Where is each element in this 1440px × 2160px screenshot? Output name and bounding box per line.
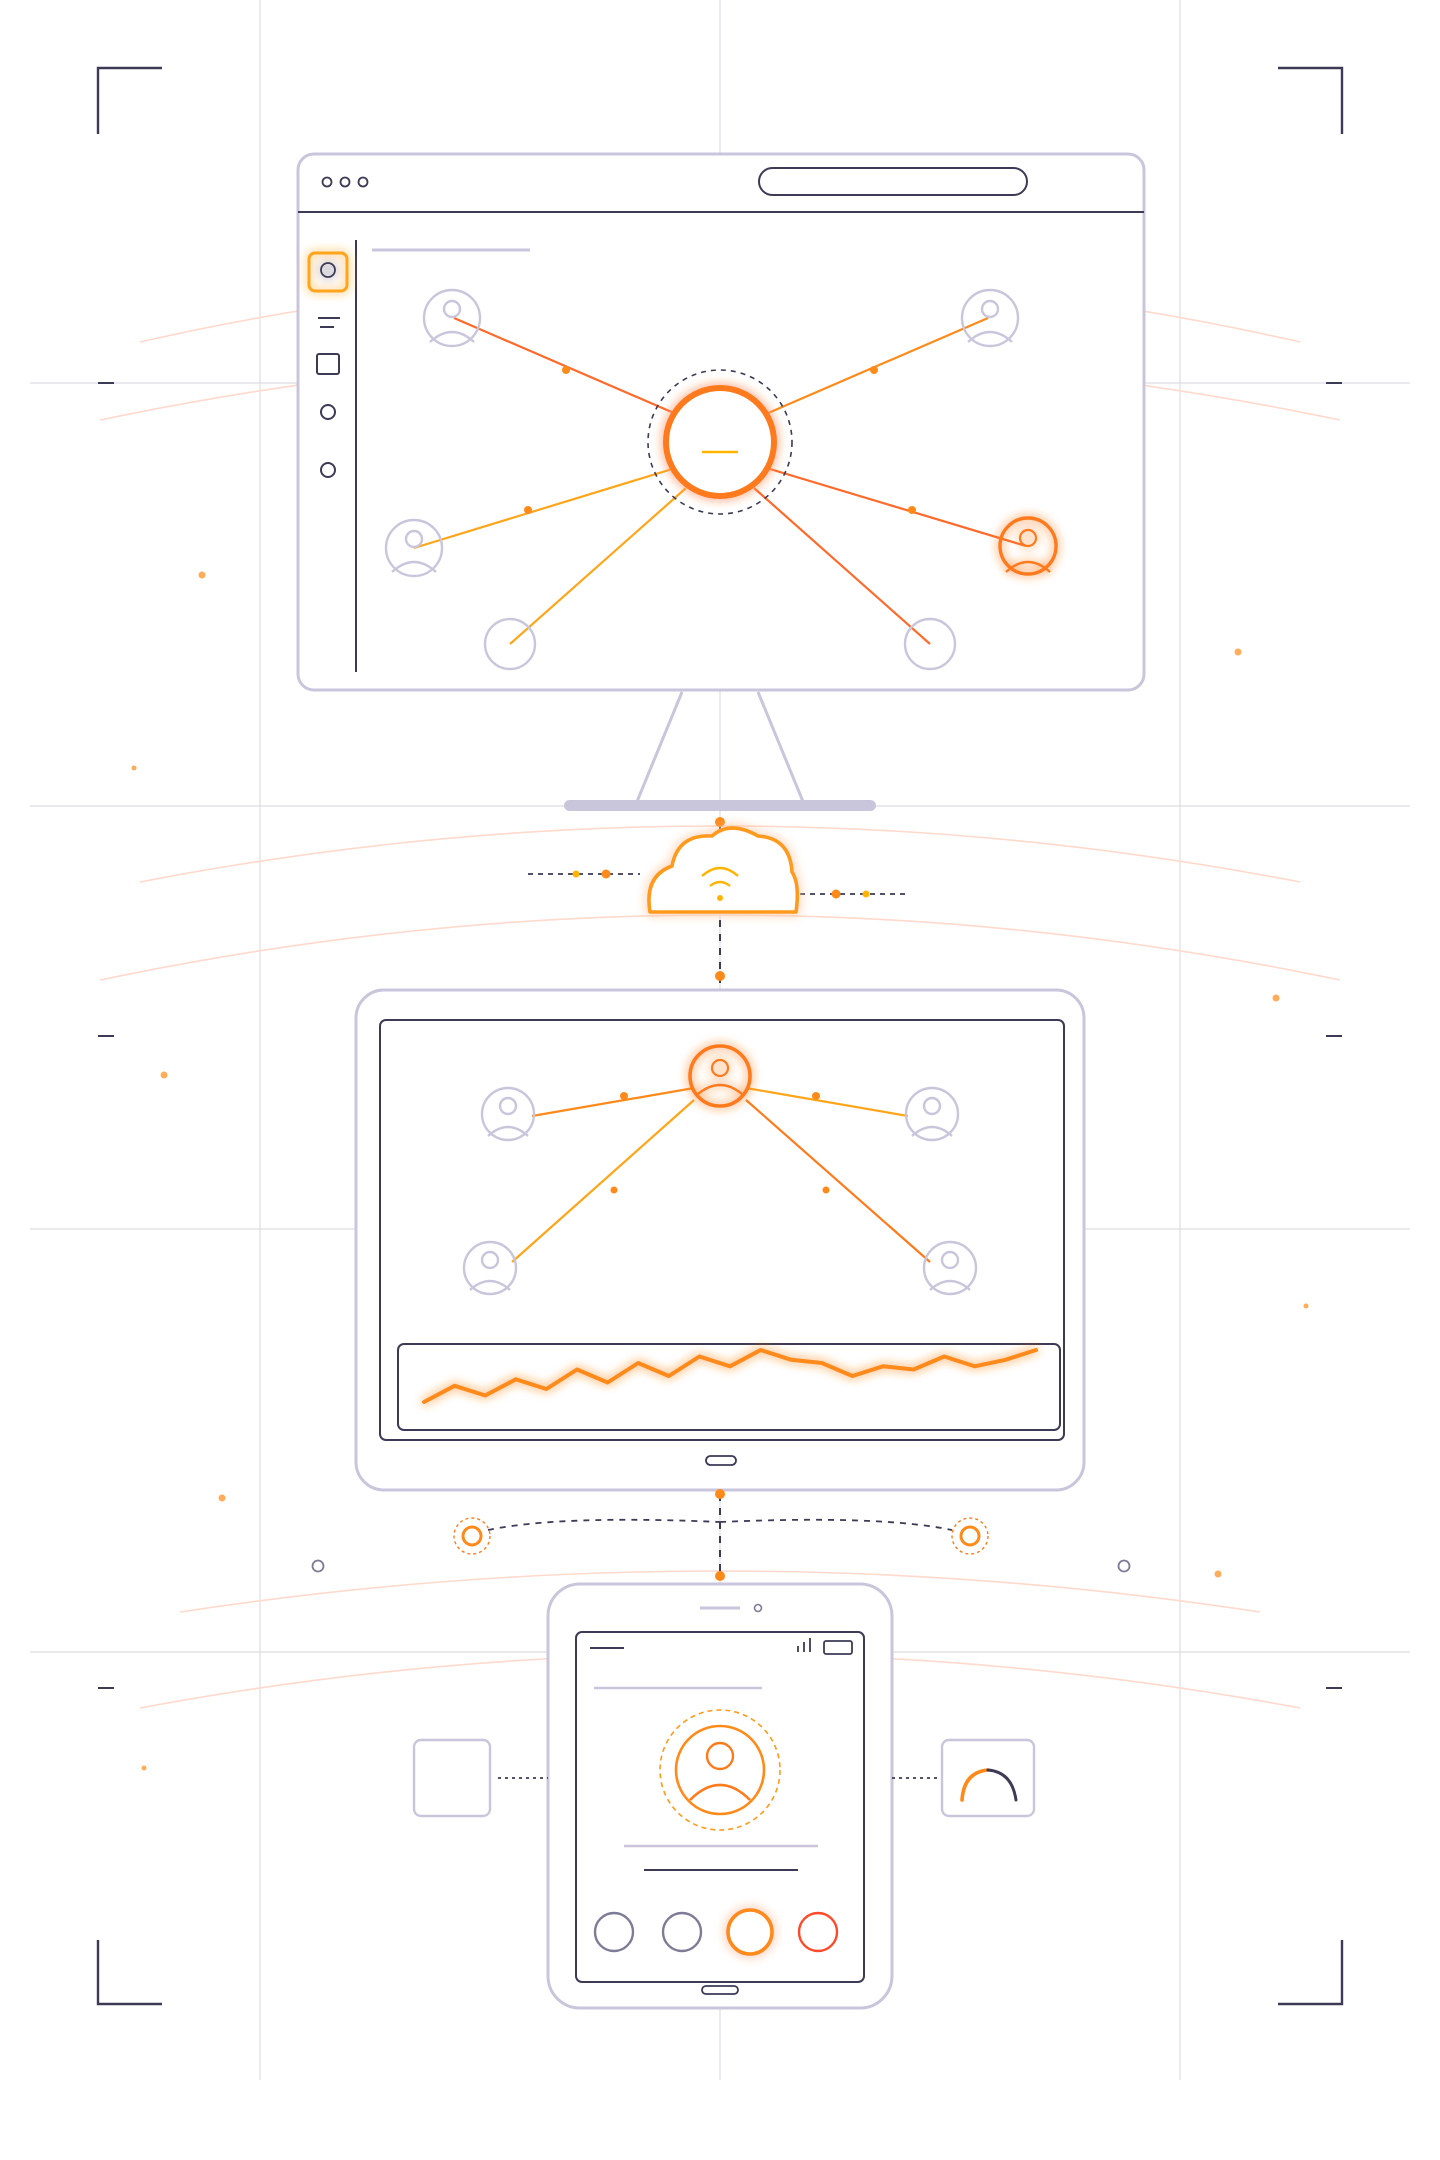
user-top-right[interactable] — [960, 288, 1020, 348]
central-hub-icon[interactable] — [647, 369, 793, 515]
phone-home-button[interactable] — [701, 1985, 739, 1995]
desktop-network-links — [413, 316, 1027, 645]
tablet-network-links — [511, 1086, 931, 1263]
user-upper-right[interactable] — [904, 1086, 960, 1142]
user-upper-left[interactable] — [480, 1086, 536, 1142]
scatter-dots — [131, 571, 1309, 1771]
user-mid-right-active[interactable] — [998, 516, 1058, 576]
monitor-stand — [564, 691, 876, 811]
action-button-alert[interactable] — [797, 1911, 839, 1953]
scatter-rings — [311, 1559, 1131, 1573]
tablet-device — [354, 988, 1086, 1492]
gauge-card[interactable] — [940, 1738, 1036, 1818]
user-mid-left[interactable] — [384, 518, 444, 578]
phone-device — [546, 1582, 894, 2010]
blank-card[interactable] — [412, 1738, 492, 1818]
sparkline-trend — [422, 1348, 1038, 1404]
wifi-icon — [701, 866, 739, 901]
tablet-phone-connector — [487, 1489, 953, 1581]
address-bar[interactable] — [758, 167, 1028, 196]
action-button-1[interactable] — [593, 1911, 635, 1953]
circle-icon[interactable] — [320, 404, 336, 420]
desktop-monitor — [296, 152, 1146, 811]
tablet-link-markers — [610, 1092, 830, 1194]
user-lower-left[interactable] — [462, 1240, 518, 1296]
user-avatar-icon[interactable] — [659, 1709, 781, 1831]
node-bottom-left[interactable] — [483, 617, 537, 671]
tablet-home-button[interactable] — [705, 1455, 737, 1466]
guide-ticks — [98, 382, 1342, 1689]
battery-icon — [823, 1640, 853, 1655]
peer-node-left[interactable] — [453, 1517, 491, 1555]
user-top-left[interactable] — [422, 288, 482, 348]
circle-icon[interactable] — [320, 462, 336, 478]
peer-node-right[interactable] — [951, 1517, 989, 1555]
user-lower-right[interactable] — [922, 1240, 978, 1296]
action-button-2[interactable] — [661, 1911, 703, 1953]
corner-frame — [96, 66, 1344, 2006]
sidebar — [307, 251, 349, 478]
window-square-icon[interactable] — [316, 353, 340, 375]
link-markers — [524, 366, 916, 514]
sparkline-panel — [397, 1343, 1061, 1431]
user-hub-active[interactable] — [688, 1044, 752, 1108]
action-button-active[interactable] — [726, 1908, 774, 1956]
signal-bars-icon — [797, 1638, 811, 1652]
side-widgets — [412, 1738, 1036, 1818]
cloud-icon[interactable] — [647, 826, 800, 914]
window-controls[interactable] — [321, 176, 369, 188]
menu-lines-icon[interactable] — [318, 317, 340, 328]
node-bottom-right[interactable] — [903, 617, 957, 671]
profile-square-icon[interactable] — [307, 251, 349, 293]
